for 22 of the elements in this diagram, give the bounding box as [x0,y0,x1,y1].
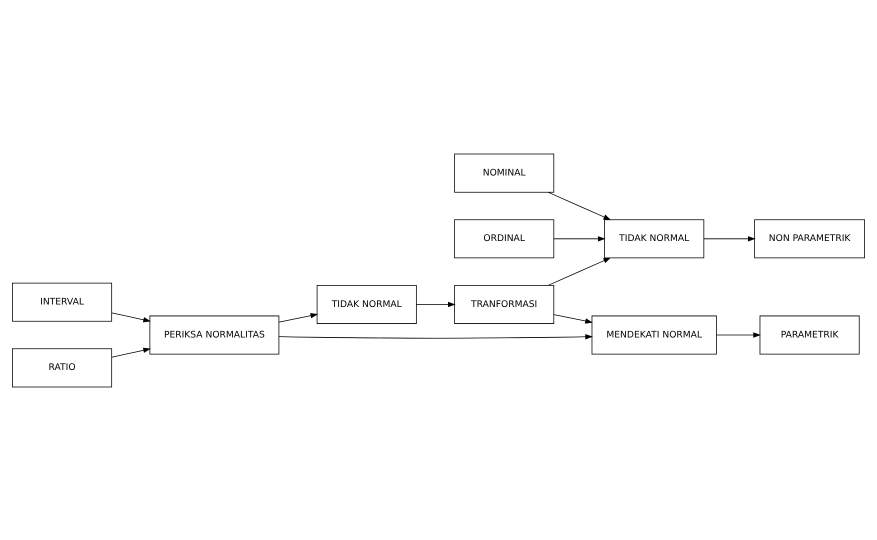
arrow [548,191,612,220]
arrow [416,301,456,307]
arrow [111,312,151,322]
node-box: TIDAK NORMAL [316,284,417,324]
node-box: ORDINAL [454,218,554,258]
node-box: PERIKSA NORMALITAS [149,315,280,354]
arrow [278,334,593,339]
node-box: NON PARAMETRIK [754,218,865,258]
node-box: RATIO [12,348,112,387]
arrow [554,236,606,241]
arrow [716,332,761,338]
arrow [548,257,612,286]
arrow [111,347,151,358]
node-box: INTERVAL [12,282,112,322]
node-box: PARAMETRIK [760,315,860,354]
node-box: TIDAK NORMAL [604,218,704,258]
node-box: NOMINAL [454,153,554,192]
arrow [554,314,593,324]
node-box: TRANFORMASI [454,284,554,324]
node-box: MENDEKATI NORMAL [592,315,717,354]
arrow [703,236,756,241]
arrow [278,312,318,322]
